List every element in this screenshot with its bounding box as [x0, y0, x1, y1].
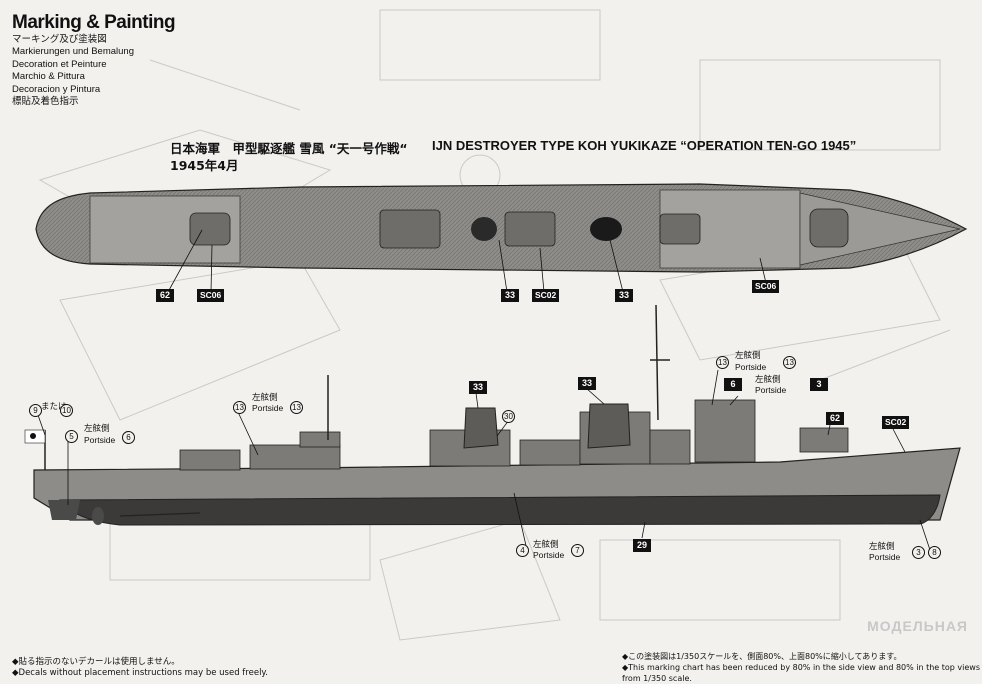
callout-33-top-b: 33 — [615, 289, 633, 302]
top-turrets — [189, 208, 849, 249]
footnote-right: ◆この塗装図は1/350スケールを、側面80%、上面80%に縮小してあります。 … — [622, 651, 982, 684]
callout-matawa: または — [41, 402, 67, 412]
side-hull-lower — [59, 494, 941, 526]
ship-title-jp: 日本海軍 甲型駆逐艦 雪風 “天一号作戦“ — [170, 141, 408, 156]
callout-portside-13c: Portside — [735, 362, 767, 372]
callout-9: 9 — [29, 404, 42, 417]
subtitle-de: Markierungen und Bemalung — [12, 46, 134, 58]
callout-4: 4 — [516, 544, 529, 557]
top-leader-lines — [167, 229, 767, 293]
funnel-1-top — [471, 217, 497, 241]
footnote-left: ◆貼る指示のないデカールは使用しません。 ◆Decals without pla… — [12, 657, 268, 679]
subtitle-jp: マーキング及び塗装図 — [12, 34, 107, 45]
callout-13a: 13 — [233, 401, 246, 414]
funnel-2-side — [587, 403, 631, 449]
callout-left-13c: 左舷側 — [735, 351, 761, 361]
callout-sc02-top: SC02 — [532, 289, 560, 302]
subtitle-fr: Decoration et Peinture — [12, 58, 107, 70]
callout-33-side-a: 33 — [469, 381, 487, 394]
callout-7: 7 — [571, 544, 584, 557]
footnote-left-en: ◆Decals without placement instructions m… — [12, 668, 268, 678]
callout-left-4: 左舷側 — [533, 540, 559, 550]
page-title: Marking & Painting — [12, 12, 176, 33]
callout-3: 3 — [810, 378, 828, 391]
callout-left-3b: 左舷側 — [869, 542, 895, 552]
footnote-right-en: ◆This marking chart has been reduced by … — [622, 663, 981, 683]
callout-33-top-a: 33 — [501, 289, 519, 302]
watermark: МОДЕЛЬНАЯ — [867, 618, 968, 634]
subtitle-es: Decoracion y Pintura — [12, 83, 101, 95]
masts — [44, 304, 670, 470]
callout-portside-13: Portside — [252, 403, 284, 413]
callout-13b: 13 — [290, 401, 303, 414]
callout-13c: 13 — [716, 356, 729, 369]
propeller-rudder — [48, 500, 104, 525]
callout-sc06-stern: SC06 — [197, 289, 225, 302]
ship-title-en: IJN DESTROYER TYPE KOH YUKIKAZE “OPERATI… — [432, 138, 857, 153]
header: Marking & Painting マーキング及び塗装図 Markierung… — [12, 12, 176, 108]
callout-3b: 3 — [912, 546, 925, 559]
callout-62-side: 62 — [826, 412, 844, 425]
callout-13d: 13 — [783, 356, 796, 369]
callout-sc02-side: SC02 — [882, 416, 910, 429]
footnote-left-jp: ◆貼る指示のないデカールは使用しません。 — [12, 657, 180, 667]
callout-left-6b: 左舷側 — [755, 375, 781, 385]
footnote-right-jp: ◆この塗装図は1/350スケールを、側面80%、上面80%に縮小してあります。 — [622, 652, 902, 661]
callout-portside-6b: Portside — [755, 385, 787, 395]
callout-33-side-b: 33 — [578, 377, 596, 390]
callout-6b: 6 — [724, 378, 742, 391]
callout-62-top: 62 — [156, 289, 174, 302]
callout-29: 29 — [633, 539, 651, 552]
callout-portside-5: Portside — [84, 435, 116, 445]
funnel-2-top — [590, 217, 622, 241]
side-leader-lines — [37, 369, 931, 551]
callout-5: 5 — [65, 430, 78, 443]
callout-left-13: 左舷側 — [252, 393, 278, 403]
callout-10: 10 — [60, 404, 73, 417]
callout-sc06-bow: SC06 — [752, 280, 780, 293]
naval-flag — [24, 429, 46, 444]
funnel-1-side — [463, 407, 499, 449]
callout-30: 30 — [502, 410, 515, 423]
subtitle-it: Marchio & Pittura — [12, 71, 85, 83]
superstructure — [179, 399, 849, 471]
propeller-shaft — [119, 512, 201, 517]
callout-left-5: 左舷側 — [84, 424, 110, 434]
callout-portside-3b: Portside — [869, 552, 901, 562]
callout-portside-4: Portside — [533, 550, 565, 560]
ship-date-jp: 1945年4月 — [170, 158, 239, 173]
callout-6: 6 — [122, 431, 135, 444]
callout-8: 8 — [928, 546, 941, 559]
subtitle-cn: 標貼及着色指示 — [12, 96, 79, 108]
